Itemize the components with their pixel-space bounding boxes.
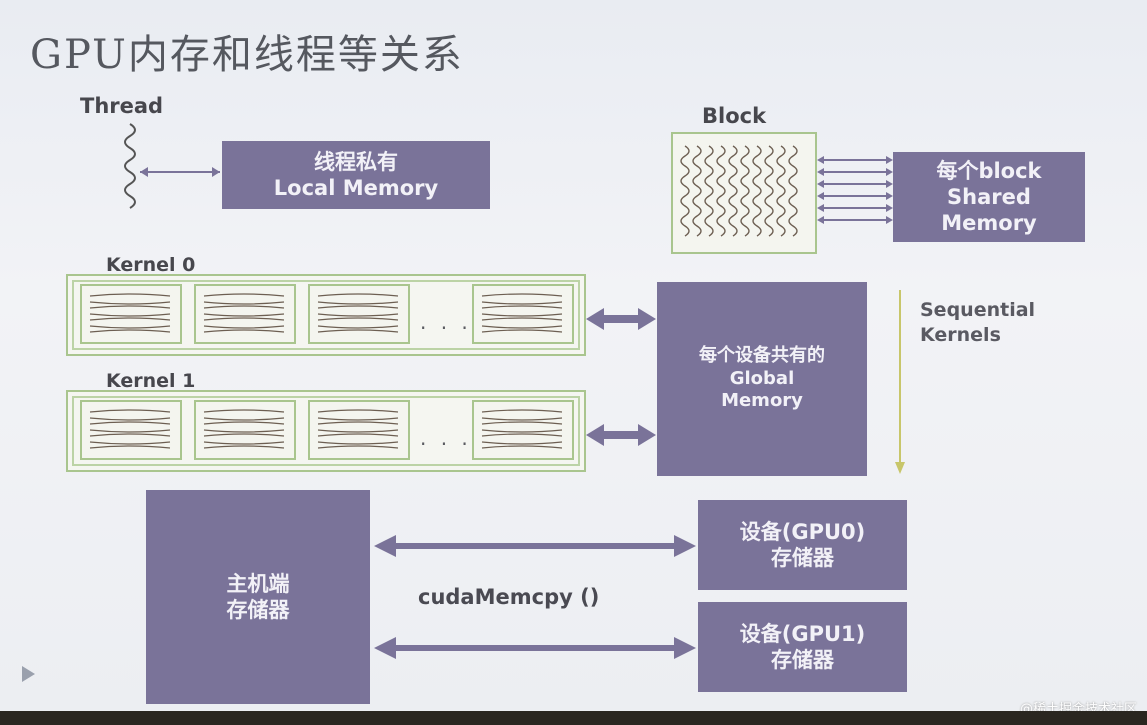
kernel-block [308, 400, 410, 460]
gpu0-line1: 设备(GPU0) [739, 519, 866, 544]
gpu1-line2: 存储器 [771, 648, 834, 672]
local-memory-line1: 线程私有 [314, 149, 398, 174]
page-title: GPU内存和线程等关系 [30, 32, 464, 78]
sequential-line1: Sequential [920, 299, 1036, 321]
bottom-bar [0, 711, 1147, 725]
host-memory-line1: 主机端 [226, 571, 290, 596]
kernel-block [308, 284, 410, 344]
block-shared-arrows [817, 156, 893, 224]
cuda-memcpy-label: cudaMemcpy () [418, 585, 600, 609]
kernel-block [80, 400, 182, 460]
host-gpu1-arrow [374, 637, 696, 659]
shared-memory-line2: Shared [947, 184, 1031, 209]
sequential-arrow [895, 290, 905, 474]
kernel-block [194, 284, 296, 344]
gpu0-memory-box: 设备(GPU0) 存储器 [698, 500, 907, 590]
slide-play-icon[interactable] [22, 666, 35, 682]
global-memory-line3: Memory [721, 390, 803, 412]
kernel-1-label: Kernel 1 [106, 370, 196, 392]
kernel-block [472, 400, 574, 460]
shared-memory-box: 每个block Shared Memory [893, 152, 1085, 242]
shared-memory-line3: Memory [941, 211, 1037, 236]
thread-wavy-icon [124, 123, 220, 209]
kernel-1-row: · · · [66, 390, 586, 472]
kernel-0-ellipsis: · · · [420, 316, 472, 340]
kernel-block [194, 400, 296, 460]
kernel-0-label: Kernel 0 [106, 254, 196, 276]
shared-memory-line1: 每个block [936, 158, 1042, 183]
kernel-1-ellipsis: · · · [420, 432, 472, 456]
host-memory-box: 主机端 存储器 [146, 490, 370, 704]
host-memory-line2: 存储器 [226, 598, 290, 622]
gpu1-line1: 设备(GPU1) [739, 621, 866, 646]
block-box [671, 132, 817, 254]
block-threads-icon [680, 145, 798, 237]
kernel-block [472, 284, 574, 344]
global-memory-line2: Global [729, 367, 795, 389]
gpu0-line2: 存储器 [771, 546, 834, 570]
local-memory-box: 线程私有 Local Memory [222, 141, 490, 209]
gpu1-memory-box: 设备(GPU1) 存储器 [698, 602, 907, 692]
local-memory-line2: Local Memory [273, 176, 439, 200]
global-memory-line1: 每个设备共有的 [699, 345, 825, 367]
sequential-label: Sequential Kernels [920, 298, 1035, 347]
thread-label: Thread [80, 94, 164, 118]
kernel-0-row: · · · [66, 274, 586, 356]
kernel-block [80, 284, 182, 344]
host-gpu0-arrow [374, 535, 696, 557]
sequential-line2: Kernels [920, 323, 1001, 346]
global-memory-box: 每个设备共有的 Global Memory [657, 282, 867, 476]
kernel-1-global-arrow [586, 424, 656, 446]
kernel-0-global-arrow [586, 308, 656, 330]
block-label: Block [702, 104, 767, 128]
